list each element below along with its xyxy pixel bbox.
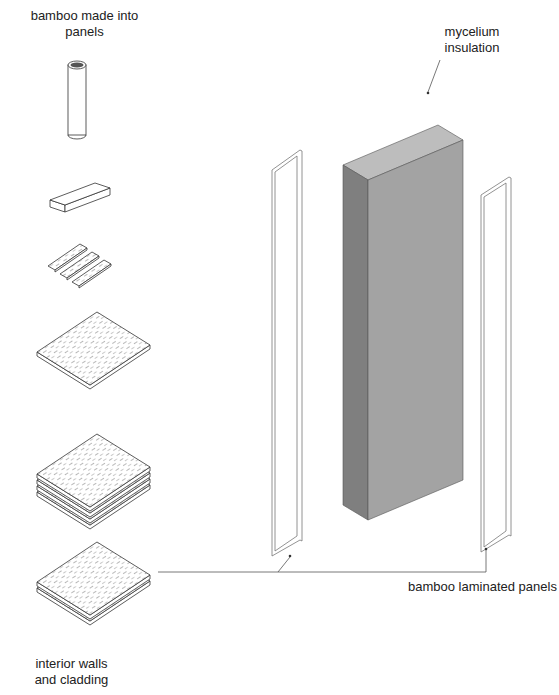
laminated-panel: [37, 542, 150, 625]
bamboo-panel: [37, 312, 150, 389]
leader-dot: [289, 92, 488, 558]
bamboo-frame-panel: [481, 177, 511, 552]
mycelium-block: [343, 125, 463, 520]
bamboo-slat: [50, 183, 110, 212]
bamboo-strips: [48, 244, 111, 288]
callout-label: mycelium insulation: [432, 24, 512, 56]
panel-stack: [37, 434, 150, 529]
bamboo-culm: [68, 61, 86, 139]
stage-heading: interior walls and cladding: [24, 656, 119, 688]
callout-label: bamboo laminated panels: [408, 579, 528, 595]
leader-line: [158, 60, 486, 572]
bamboo-frame-panel: [272, 150, 302, 556]
stage-heading: bamboo made into panels: [22, 8, 147, 40]
